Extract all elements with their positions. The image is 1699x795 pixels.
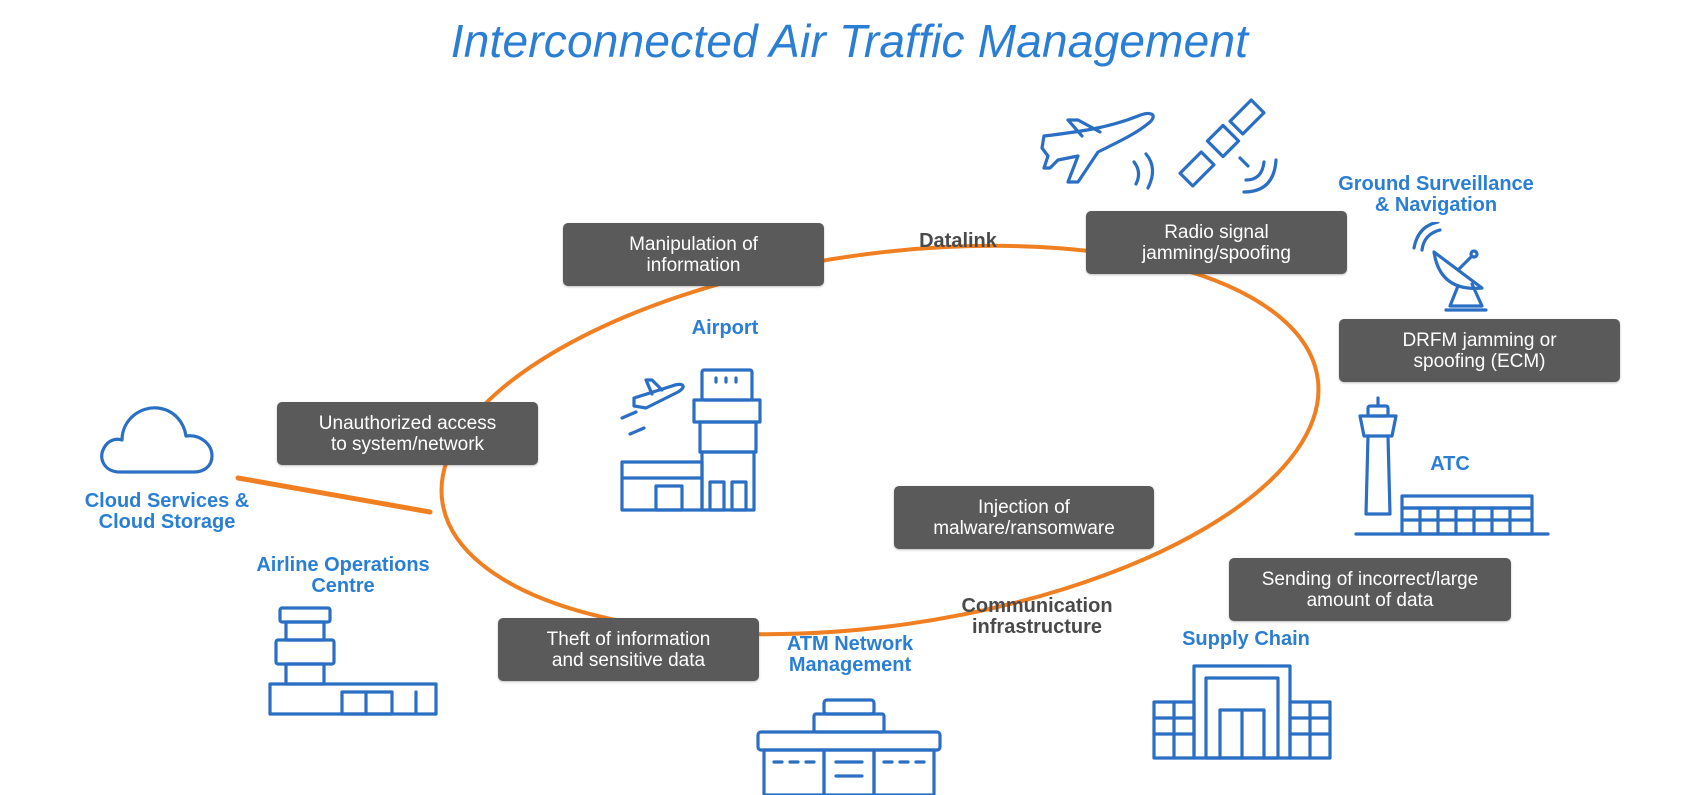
atc-tower-icon (1354, 396, 1550, 536)
airline-ops-label: Airline Operations Centre (228, 555, 458, 597)
threat-drfm-line2: spoofing (ECM) (1413, 350, 1546, 372)
radar-dish-icon (1412, 222, 1488, 312)
communication-infrastructure-label: Communication infrastructure (932, 596, 1142, 638)
communication-line2: infrastructure (971, 616, 1103, 638)
airport-tower-icon (620, 368, 762, 512)
atm-network-line1: ATM Network (786, 633, 914, 655)
cloud-services-label: Cloud Services & Cloud Storage (52, 491, 282, 533)
network-ellipse (439, 243, 1321, 637)
threat-theft-line2: and sensitive data (551, 649, 706, 671)
threat-unauthorized-line2: to system/network (330, 433, 485, 455)
cloud-line1: Cloud Services & (84, 490, 250, 512)
threat-radio-line2: jamming/spoofing (1142, 242, 1291, 264)
satellite-icon (1178, 98, 1278, 194)
cloud-connector-line (235, 475, 433, 515)
ground-surveillance-line2: & Navigation (1374, 194, 1498, 216)
diagram-title: Interconnected Air Traffic Management (450, 15, 1249, 67)
ground-surveillance-line1: Ground Surveillance (1338, 173, 1534, 195)
threat-sending-line1: Sending of incorrect/large (1261, 568, 1479, 590)
threat-injection-line2: malware/ransomware (933, 517, 1115, 539)
threat-unauthorized-line1: Unauthorized access (318, 412, 497, 434)
datalink-label: Datalink (919, 230, 997, 252)
airport-label: Airport (691, 317, 759, 339)
atc-label: ATC (1430, 453, 1470, 475)
supply-chain-label: Supply Chain (1182, 628, 1310, 650)
ground-surveillance-label: Ground Surveillance & Navigation (1316, 174, 1556, 216)
threat-theft-line1: Theft of information (546, 628, 711, 650)
communication-line1: Communication (961, 595, 1113, 617)
ops-centre-icon (268, 606, 438, 716)
threat-manipulation-line2: information (646, 254, 741, 276)
airplane-icon (1040, 111, 1155, 190)
threat-manipulation-line1: Manipulation of (629, 233, 758, 255)
cloud-line2: Cloud Storage (98, 511, 236, 533)
threat-injection-line1: Injection of (978, 496, 1070, 518)
cloud-icon (100, 406, 214, 474)
warehouse-icon (1152, 664, 1332, 760)
airline-ops-line1: Airline Operations (256, 554, 430, 576)
atm-network-line2: Management (788, 654, 912, 676)
airline-ops-line2: Centre (311, 575, 375, 597)
atm-network-label: ATM Network Management (740, 634, 960, 676)
threat-sending-line2: amount of data (1306, 589, 1434, 611)
atm-building-icon (756, 698, 942, 795)
threat-drfm-line1: DRFM jamming or (1402, 329, 1557, 351)
threat-radio-line1: Radio signal (1164, 221, 1269, 243)
